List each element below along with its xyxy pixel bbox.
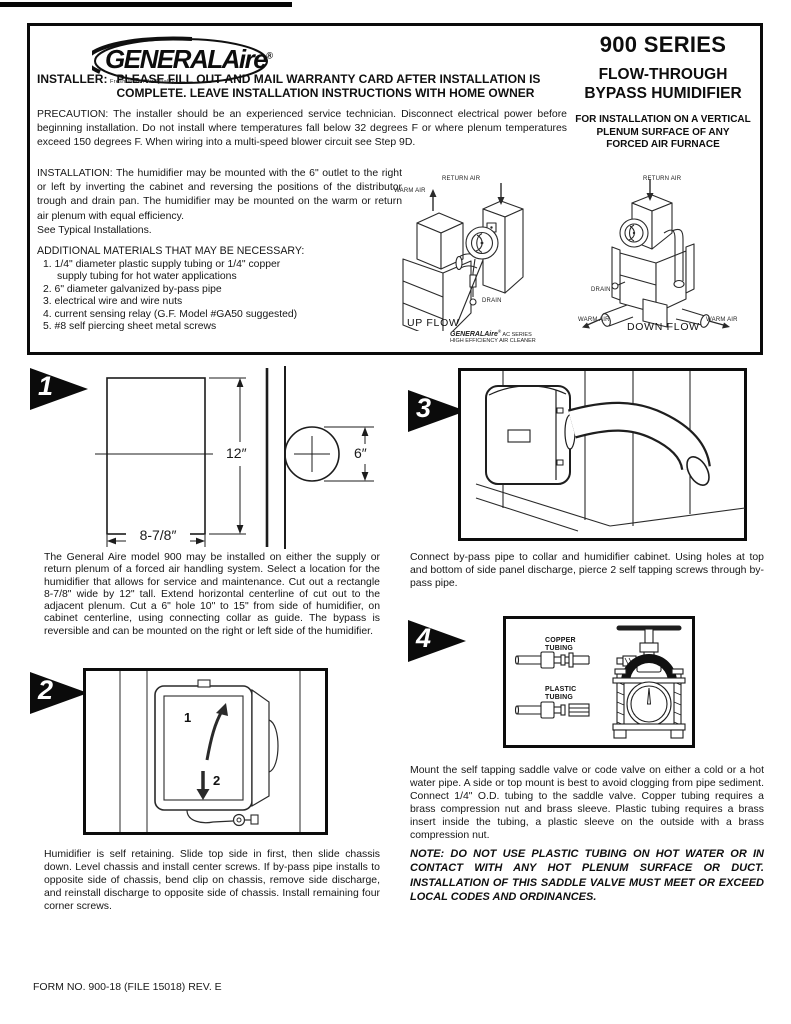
- title-block: 900 SERIES FLOW-THROUGH BYPASS HUMIDIFIE…: [565, 32, 761, 152]
- step4-note: NOTE: DO NOT USE PLASTIC TUBING ON HOT W…: [410, 848, 764, 904]
- step1-text: The General Aire model 900 may be instal…: [44, 552, 380, 637]
- air-cleaner-reg: ®: [497, 329, 502, 334]
- step3-bypass-pipe-diagram: [458, 368, 747, 541]
- step2-chassis-diagram: [83, 668, 328, 835]
- step2-number: 2: [38, 675, 54, 705]
- step2-arrow1-label: 1: [184, 710, 192, 725]
- step4-saddle-valve-diagram: [503, 616, 695, 748]
- brand-name: GENERALAire®: [105, 44, 273, 74]
- upflow-caption: UP FLOW: [407, 317, 460, 329]
- installer-notice: INSTALLER: PLEASE FILL OUT AND MAIL WARR…: [37, 72, 582, 100]
- step1-width-dimension: 8-7/8″: [126, 527, 190, 543]
- downflow-furnace-diagram: [582, 179, 730, 329]
- upflow-drain-label: DRAIN: [482, 298, 502, 304]
- upflow-return-air-label: RETURN AIR: [442, 176, 481, 182]
- install-note: FOR INSTALLATION ON A VERTICAL PLENUM SU…: [575, 114, 751, 150]
- list-item: 4. current sensing relay (G.F. Model #GA…: [43, 308, 298, 320]
- brand-tagline: Fresh Indoor Air Quality: [110, 79, 175, 85]
- downflow-return-air-label: RETURN AIR: [643, 176, 682, 182]
- downflow-caption: DOWN FLOW: [627, 321, 700, 333]
- downflow-warm-air-left-label: WARM AIR: [578, 317, 610, 323]
- list-item: 5. #8 self piercing sheet metal screws: [43, 321, 217, 333]
- air-cleaner-brand: GENERALAire: [450, 330, 498, 338]
- air-cleaner-caption: GENERALAire® AC SERIES HIGH EFFICIENCY A…: [450, 329, 536, 345]
- materials-title: ADDITIONAL MATERIALS THAT MAY BE NECESSA…: [37, 245, 305, 257]
- list-item: 2. 6" diameter galvanized by-pass pipe: [43, 283, 222, 295]
- step4-text: Mount the self tapping saddle valve or c…: [410, 765, 764, 841]
- step1-hole-dimension: 6″: [352, 445, 369, 461]
- list-item: 1. 1/4" diameter plastic supply tubing o…: [43, 259, 281, 283]
- logo-swoosh-icon: [92, 36, 268, 84]
- step1-height-dimension: 12″: [224, 445, 249, 461]
- downflow-warm-air-right-label: WARM AIR: [706, 317, 738, 323]
- list-item: 3. electrical wire and wire nuts: [43, 296, 183, 308]
- brand-logo: GENERALAire® Fresh Indoor Air Quality: [92, 36, 273, 92]
- product-title: FLOW-THROUGH BYPASS HUMIDIFIER: [584, 66, 742, 102]
- step4-marker: 4: [408, 620, 466, 662]
- precaution-paragraph: PRECAUTION: The installer should be an e…: [37, 109, 567, 148]
- step2-marker: 2: [30, 672, 88, 714]
- upflow-warm-air-label: WARM AIR: [394, 188, 426, 194]
- air-cleaner-suffix: AC SERIES: [502, 331, 532, 338]
- step3-text: Connect by-pass pipe to collar and humid…: [410, 552, 764, 589]
- installer-label: INSTALLER:: [37, 72, 108, 86]
- header-box: GENERALAire® Fresh Indoor Air Quality IN…: [27, 23, 763, 355]
- installer-text: PLEASE FILL OUT AND MAIL WARRANTY CARD A…: [116, 72, 541, 100]
- air-cleaner-line2: HIGH EFFICIENCY AIR CLEANER: [450, 338, 536, 345]
- step2-text: Humidifier is self retaining. Slide top …: [44, 849, 380, 912]
- form-number: FORM NO. 900-18 (FILE 15018) REV. E: [33, 981, 222, 993]
- scan-artifact-line: [0, 2, 292, 7]
- registered-mark: ®: [266, 50, 273, 61]
- copper-tubing-label: COPPER TUBING: [545, 637, 576, 652]
- series-title: 900 SERIES: [599, 32, 727, 57]
- materials-list: 1. 1/4" diameter plastic supply tubing o…: [43, 259, 395, 333]
- step1-number: 1: [38, 371, 54, 401]
- installation-paragraph: INSTALLATION: The humidifier may be moun…: [37, 168, 402, 236]
- downflow-drain-label: DRAIN: [591, 287, 611, 293]
- step3-number: 3: [416, 393, 432, 423]
- step4-number: 4: [416, 623, 432, 653]
- step1-marker: 1: [30, 368, 88, 410]
- plastic-tubing-label: PLASTIC TUBING: [545, 686, 577, 701]
- upflow-furnace-diagram: [402, 183, 524, 331]
- step2-arrow2-label: 2: [213, 773, 221, 788]
